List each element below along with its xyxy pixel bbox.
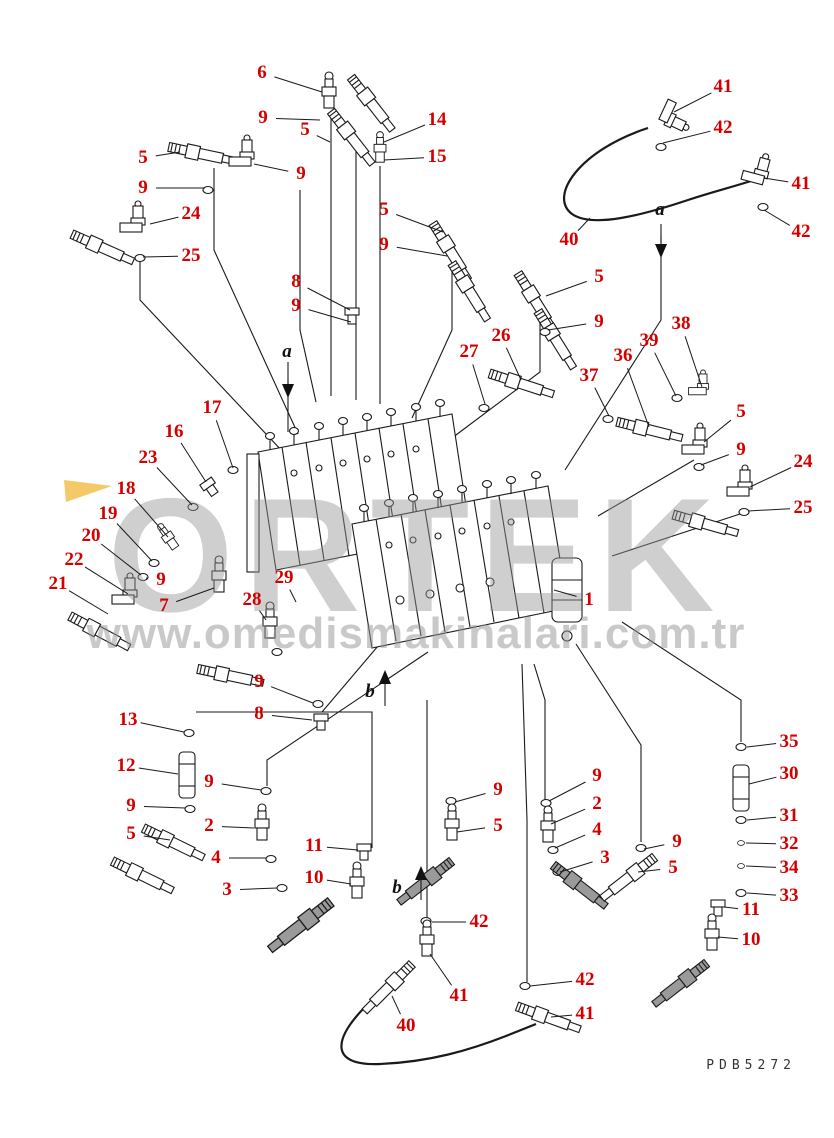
callout-25: 25 — [181, 245, 201, 266]
callout-15: 15 — [427, 146, 447, 167]
watermark-url: www.omedismakinalari.com.tr — [86, 609, 746, 658]
callout-14: 14 — [427, 109, 447, 130]
connection-marker-b: b — [365, 681, 375, 702]
callout-41: 41 — [713, 76, 733, 97]
doc-code: PDB5272 — [706, 1058, 796, 1073]
connection-marker-a: a — [655, 199, 665, 220]
callout-33: 33 — [779, 885, 799, 906]
callout-30: 30 — [779, 763, 799, 784]
callout-34: 34 — [779, 857, 799, 878]
callout-42: 42 — [469, 911, 489, 932]
callout-39: 39 — [639, 330, 659, 351]
callout-8: 8 — [291, 271, 301, 292]
callout-9: 9 — [736, 439, 746, 460]
callout-41: 41 — [791, 173, 811, 194]
callout-27: 27 — [459, 341, 479, 362]
callout-42: 42 — [575, 969, 595, 990]
watermark-triangle — [64, 480, 112, 502]
callout-35: 35 — [779, 731, 799, 752]
callout-5: 5 — [138, 147, 148, 168]
callout-32: 32 — [779, 833, 799, 854]
hose-top — [562, 126, 755, 222]
callout-11: 11 — [305, 835, 323, 856]
callout-3: 3 — [600, 847, 610, 868]
callout-26: 26 — [491, 325, 511, 346]
callout-5: 5 — [493, 815, 503, 836]
callout-42: 42 — [713, 117, 733, 138]
callout-16: 16 — [164, 421, 184, 442]
callout-6: 6 — [257, 62, 267, 83]
callout-9: 9 — [594, 311, 604, 332]
callout-22: 22 — [64, 549, 84, 570]
callout-9: 9 — [296, 163, 306, 184]
callout-38: 38 — [671, 313, 691, 334]
callout-5: 5 — [594, 266, 604, 287]
callout-41: 41 — [575, 1003, 595, 1024]
callout-20: 20 — [81, 525, 101, 546]
callout-9: 9 — [126, 795, 136, 816]
callout-9: 9 — [379, 234, 389, 255]
callout-13: 13 — [118, 709, 138, 730]
callout-10: 10 — [304, 867, 324, 888]
callout-36: 36 — [613, 345, 633, 366]
callout-9: 9 — [258, 107, 268, 128]
callout-42: 42 — [791, 221, 811, 242]
callout-9: 9 — [592, 765, 602, 786]
callout-41: 41 — [449, 985, 469, 1006]
callout-24: 24 — [181, 203, 201, 224]
callout-40: 40 — [396, 1015, 416, 1036]
callout-40: 40 — [559, 229, 579, 250]
callout-37: 37 — [579, 365, 599, 386]
callout-12: 12 — [116, 755, 136, 776]
callout-24: 24 — [793, 451, 813, 472]
callout-9: 9 — [254, 671, 264, 692]
callout-9: 9 — [493, 779, 503, 800]
callout-5: 5 — [736, 401, 746, 422]
callout-9: 9 — [138, 177, 148, 198]
callout-2: 2 — [204, 815, 214, 836]
callout-2: 2 — [592, 793, 602, 814]
callout-9: 9 — [672, 831, 682, 852]
callout-17: 17 — [202, 397, 222, 418]
connection-marker-a: a — [282, 341, 292, 362]
callout-5: 5 — [300, 119, 310, 140]
watermark-brand: ORTEK — [107, 465, 725, 646]
callout-21: 21 — [48, 573, 68, 594]
callout-31: 31 — [779, 805, 799, 826]
callout-8: 8 — [254, 703, 264, 724]
callout-11: 11 — [742, 899, 760, 920]
hose-bottom — [340, 999, 537, 1066]
callout-5: 5 — [379, 199, 389, 220]
connection-marker-b: b — [392, 877, 402, 898]
callout-9: 9 — [291, 295, 301, 316]
callout-5: 5 — [126, 823, 136, 844]
callout-10: 10 — [741, 929, 761, 950]
callout-4: 4 — [592, 819, 602, 840]
callout-4: 4 — [211, 847, 221, 868]
callout-25: 25 — [793, 497, 813, 518]
callout-5: 5 — [668, 857, 678, 878]
callout-3: 3 — [222, 879, 232, 900]
callout-9: 9 — [204, 771, 214, 792]
